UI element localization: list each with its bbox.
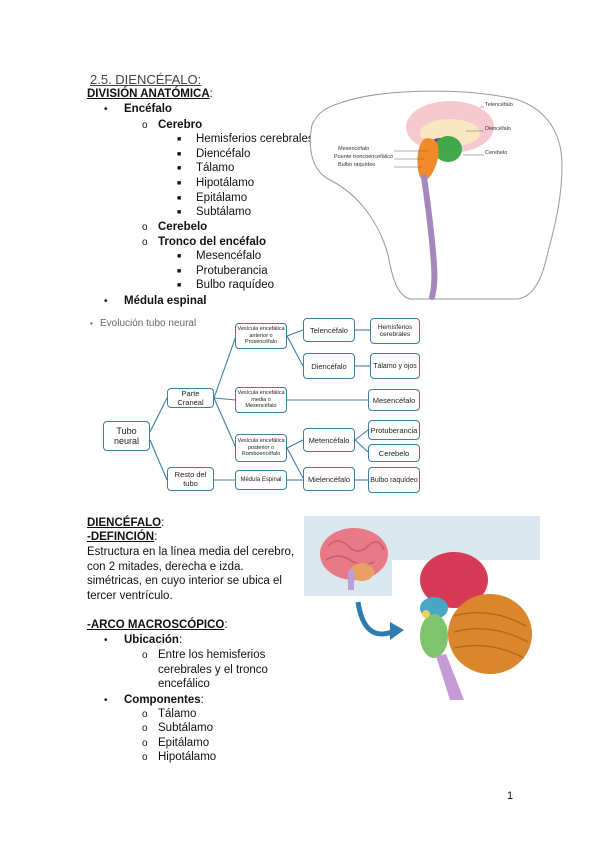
thalamus-shape — [420, 552, 488, 608]
circle-bullet-icon: o — [142, 222, 148, 233]
componente-item: Epitálamo — [158, 737, 210, 749]
box-resto-tubo: Resto del tubo — [167, 467, 214, 491]
box-metencefalo: Metencéfalo — [303, 428, 355, 452]
box-talamo-ojos: Tálamo y ojos — [370, 353, 420, 379]
label-telencefalo: Telencéfalo — [485, 102, 513, 108]
arrow-icon — [355, 601, 393, 637]
definicion-heading-row: -DEFINCIÓN: — [87, 530, 157, 545]
square-bullet-icon: ■ — [177, 282, 182, 289]
macro-heading: -ARCO MACROSCÓPICO — [87, 619, 225, 631]
evolucion-label: Evolución tubo neural — [100, 318, 197, 329]
cerebro-item: Tálamo — [196, 162, 235, 174]
box-mielencefalo: Mielencéfalo — [303, 467, 355, 491]
componentes-row: Componentes: — [124, 693, 204, 708]
componente-item: Hipotálamo — [158, 751, 217, 763]
circle-bullet-icon: o — [142, 738, 148, 749]
definicion-heading: -DEFINCIÓN — [87, 531, 155, 543]
square-bullet-icon: ■ — [177, 253, 182, 260]
label-puente: Puente troncoencefálico — [334, 154, 394, 160]
componente-item: Tálamo — [158, 708, 197, 720]
colon: : — [209, 88, 213, 100]
componente-item: Subtálamo — [158, 722, 213, 734]
macro-heading-row: -ARCO MACROSCÓPICO: — [87, 618, 228, 633]
circle-bullet-icon: o — [142, 237, 148, 248]
label-diencefalo: Diencéfalo — [485, 126, 511, 132]
medula-label: Médula espinal — [124, 295, 207, 307]
diencefalo-heading-row: DIENCÉFALO: — [87, 516, 164, 531]
box-bulbo-raquideo: Bulbo raquídeo — [368, 467, 420, 493]
box-cerebelo: Cerebelo — [368, 444, 420, 462]
box-mesencefalo-final: Mesencéfalo — [368, 389, 420, 411]
box-parte-craneal: Parte Craneal — [167, 388, 214, 408]
box-hemisferios: Hemisferios cerebrales — [370, 318, 420, 344]
spinal-cord-shape — [421, 174, 438, 300]
circle-bullet-icon: o — [142, 723, 148, 734]
bullet-icon: • — [104, 635, 108, 646]
tronco-item: Bulbo raquídeo — [196, 279, 275, 291]
box-mesencefalo-vesicula: Vesícula encefálica media o Mesencéfalo — [235, 387, 287, 413]
diencefalo-heading: DIENCÉFALO — [87, 517, 162, 529]
cerebellum-shape — [434, 136, 462, 162]
colon: : — [154, 531, 158, 543]
encefalo-label: Encéfalo — [124, 103, 172, 115]
cerebro-item: Subtálamo — [196, 206, 251, 218]
cerebellum-large-shape — [448, 594, 532, 674]
circle-bullet-icon: o — [142, 752, 148, 763]
circle-bullet-icon: o — [142, 650, 148, 661]
tronco-item: Mesencéfalo — [196, 250, 262, 262]
square-bullet-icon: ■ — [177, 165, 182, 172]
box-prosencefalo: Vesícula encefálica anterior o Prosencéf… — [235, 323, 287, 349]
colon: : — [178, 634, 183, 646]
colon: : — [224, 619, 228, 631]
square-bullet-icon: ■ — [177, 151, 182, 158]
circle-bullet-icon: o — [142, 120, 148, 131]
componentes-label: Componentes — [124, 694, 201, 706]
box-protuberancia: Protuberancia — [368, 420, 420, 440]
label-cerebelo: Cerebelo — [485, 150, 508, 156]
cerebro-item: Hemisferios cerebrales — [196, 133, 314, 145]
ubicacion-label: Ubicación — [124, 634, 179, 646]
box-romboencefalo: Vesícula encefálica posterior o Romboenc… — [235, 434, 287, 462]
cerebro-item: Epitálamo — [196, 192, 248, 204]
ubicacion-text: Entre los hemisferios cerebrales y el tr… — [158, 649, 268, 691]
page-number: 1 — [507, 790, 514, 802]
square-bullet-icon: ■ — [177, 195, 182, 202]
label-mesencefalo: Mesencéfalo — [338, 146, 370, 152]
square-bullet-icon: ■ — [177, 268, 182, 275]
box-medula-espinal: Médula Espinal — [235, 470, 287, 490]
brain-sagittal-illustration — [309, 90, 563, 300]
definition-text: Estructura en la línea media del cerebro… — [87, 546, 295, 602]
brainstem-shape — [417, 138, 439, 181]
box-telencefalo: Telencéfalo — [303, 318, 355, 342]
tronco-label: Tronco del encéfalo — [158, 236, 266, 248]
cerebro-item: Hipotálamo — [196, 177, 255, 189]
colon: : — [200, 694, 204, 706]
bullet-icon: • — [104, 695, 108, 706]
cerebro-item: Diencéfalo — [196, 148, 251, 160]
square-bullet-icon: ■ — [177, 180, 182, 187]
bullet-icon: • — [104, 104, 108, 115]
division-heading-row: DIVISIÓN ANATÓMICA: — [87, 87, 213, 102]
colon: : — [161, 517, 165, 529]
hypothalamus-shape — [420, 614, 448, 658]
brainstem-large-shape — [436, 654, 464, 700]
box-diencefalo: Diencéfalo — [303, 353, 355, 379]
cerebelo-label: Cerebelo — [158, 221, 208, 233]
circle-bullet-icon: o — [142, 709, 148, 720]
tronco-item: Protuberancia — [196, 265, 268, 277]
square-bullet-icon: ■ — [177, 136, 182, 143]
box-tubo-neural: Tubo neural — [103, 421, 150, 451]
division-heading: DIVISIÓN ANATÓMICA — [87, 88, 210, 100]
cerebro-label: Cerebro — [158, 119, 203, 131]
bullet-icon: • — [90, 319, 93, 328]
diagram-connectors — [149, 329, 370, 481]
ubicacion-row: Ubicación: — [124, 633, 182, 648]
square-bullet-icon: ■ — [177, 209, 182, 216]
label-bulbo: Bulbo raquídeo — [338, 162, 376, 168]
bullet-icon: • — [104, 296, 108, 307]
page-title: 2.5. DIENCÉFALO: — [90, 72, 202, 87]
diencephalon-illustration — [304, 516, 540, 700]
